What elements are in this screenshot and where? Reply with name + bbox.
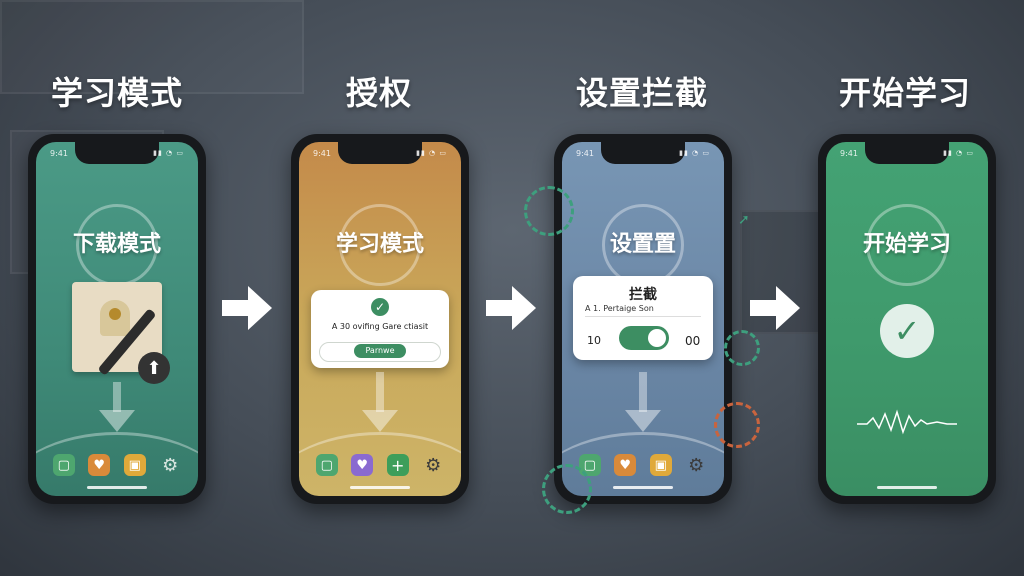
next-arrow-shaft xyxy=(222,300,248,316)
phone-screen: 9:41 ▮▮ ◔ ▭ 开始学习 ✓ xyxy=(826,142,988,496)
gear-icon[interactable]: ⚙ xyxy=(425,454,442,476)
decor-ring xyxy=(339,204,421,286)
card-title: 拦截 xyxy=(629,287,657,303)
check-icon: ✓ xyxy=(371,298,389,316)
gear-icon[interactable]: ⚙ xyxy=(162,454,179,476)
screen-title: 开始学习 xyxy=(862,232,951,257)
decor-arc xyxy=(562,432,724,496)
bird-icon[interactable]: ♥ xyxy=(614,454,637,476)
screen-title: 设置置 xyxy=(609,232,676,257)
sync-ring-icon xyxy=(724,330,760,366)
down-arrow-shaft xyxy=(113,382,121,412)
down-arrow-icon xyxy=(99,410,135,432)
decor-arc xyxy=(36,432,198,496)
status-icons: ▮▮ ◔ ▭ xyxy=(943,149,974,157)
status-time: 9:41 xyxy=(313,149,331,158)
plus-icon[interactable]: + xyxy=(386,454,409,476)
next-arrow-icon xyxy=(776,286,800,330)
down-arrow-shaft xyxy=(376,372,384,412)
phone-step-1: 9:41 ▮▮ ◔ ▭ 下载模式 ⬆ ▢ ♥ ▣ ⚙ xyxy=(28,134,206,504)
phone-notch xyxy=(75,142,159,164)
card-divider xyxy=(585,316,701,317)
home-indicator xyxy=(87,486,147,489)
screen-title: 学习模式 xyxy=(335,232,424,257)
home-indicator xyxy=(877,486,937,489)
upload-icon: ⬆ xyxy=(146,357,162,379)
waveform-icon xyxy=(857,409,957,435)
next-arrow-shaft xyxy=(750,300,776,316)
dialog-input xyxy=(319,342,441,362)
status-time: 9:41 xyxy=(50,149,68,158)
down-arrow-icon xyxy=(625,410,661,432)
allow-button[interactable]: Parnwe xyxy=(354,344,406,358)
down-arrow-icon xyxy=(362,410,398,432)
next-arrow-icon xyxy=(512,286,536,330)
toggle-right-value: 00 xyxy=(685,334,701,348)
step-title-1: 学习模式 xyxy=(50,74,183,112)
home-indicator xyxy=(350,486,410,489)
status-time: 9:41 xyxy=(576,149,594,158)
down-arrow-shaft xyxy=(639,372,647,412)
sync-ring-icon xyxy=(542,464,592,514)
chat-icon[interactable]: ▢ xyxy=(315,454,338,476)
phone-notch xyxy=(338,142,422,164)
phone-step-4: 9:41 ▮▮ ◔ ▭ 开始学习 ✓ xyxy=(818,134,996,504)
phone-notch xyxy=(865,142,949,164)
step-title-4: 开始学习 xyxy=(838,74,971,112)
step-title-2: 授权 xyxy=(345,74,412,112)
screen-title: 下载模式 xyxy=(72,232,161,257)
sync-ring-icon xyxy=(714,402,760,448)
app-dock: ▢ ♥ + ⚙ xyxy=(299,454,461,476)
bird-icon[interactable]: ♥ xyxy=(351,454,374,476)
sync-ring-icon xyxy=(524,186,574,236)
block-toggle[interactable] xyxy=(619,326,669,350)
status-icons: ▮▮ ◔ ▭ xyxy=(416,149,447,157)
background-window xyxy=(0,0,304,94)
next-arrow-icon xyxy=(248,286,272,330)
dialog-text: A 30 ovifing Gare ctiasit xyxy=(331,322,429,331)
status-time: 9:41 xyxy=(840,149,858,158)
toggle-left-value: 10 xyxy=(587,334,601,347)
phone-screen: 9:41 ▮▮ ◔ ▭ 下载模式 ⬆ ▢ ♥ ▣ ⚙ xyxy=(36,142,198,496)
phone-notch xyxy=(601,142,685,164)
next-arrow-shaft xyxy=(486,300,512,316)
phone-screen: 9:41 ▮▮ ◔ ▭ 学习模式 ✓ A 30 ovifing Gare cti… xyxy=(299,142,461,496)
permission-dialog: ✓ A 30 ovifing Gare ctiasit Parnwe xyxy=(311,290,449,368)
chat-icon[interactable]: ▢ xyxy=(52,454,75,476)
lock-icon[interactable]: ▣ xyxy=(649,454,672,476)
toggle-knob xyxy=(648,329,666,347)
block-settings-card: 拦截 A 1. Pertaige Son 10 00 xyxy=(573,276,713,360)
app-dock: ▢ ♥ ▣ ⚙ xyxy=(562,454,724,476)
sync-arrow-icon: ➚ xyxy=(738,212,750,228)
upload-button[interactable]: ⬆ xyxy=(138,352,170,384)
success-check-icon: ✓ xyxy=(880,304,934,358)
card-subtitle: A 1. Pertaige Son xyxy=(585,304,654,313)
step-title-3: 设置拦截 xyxy=(575,74,708,112)
phone-step-2: 9:41 ▮▮ ◔ ▭ 学习模式 ✓ A 30 ovifing Gare cti… xyxy=(291,134,469,504)
lock-icon[interactable]: ▣ xyxy=(123,454,146,476)
gear-icon[interactable]: ⚙ xyxy=(688,454,705,476)
status-icons: ▮▮ ◔ ▭ xyxy=(153,149,184,157)
app-dock: ▢ ♥ ▣ ⚙ xyxy=(36,454,198,476)
bird-icon[interactable]: ♥ xyxy=(88,454,111,476)
decor-ring xyxy=(866,204,948,286)
rocket-window xyxy=(109,308,121,320)
decor-arc xyxy=(299,432,461,496)
status-icons: ▮▮ ◔ ▭ xyxy=(679,149,710,157)
home-indicator xyxy=(613,486,673,489)
